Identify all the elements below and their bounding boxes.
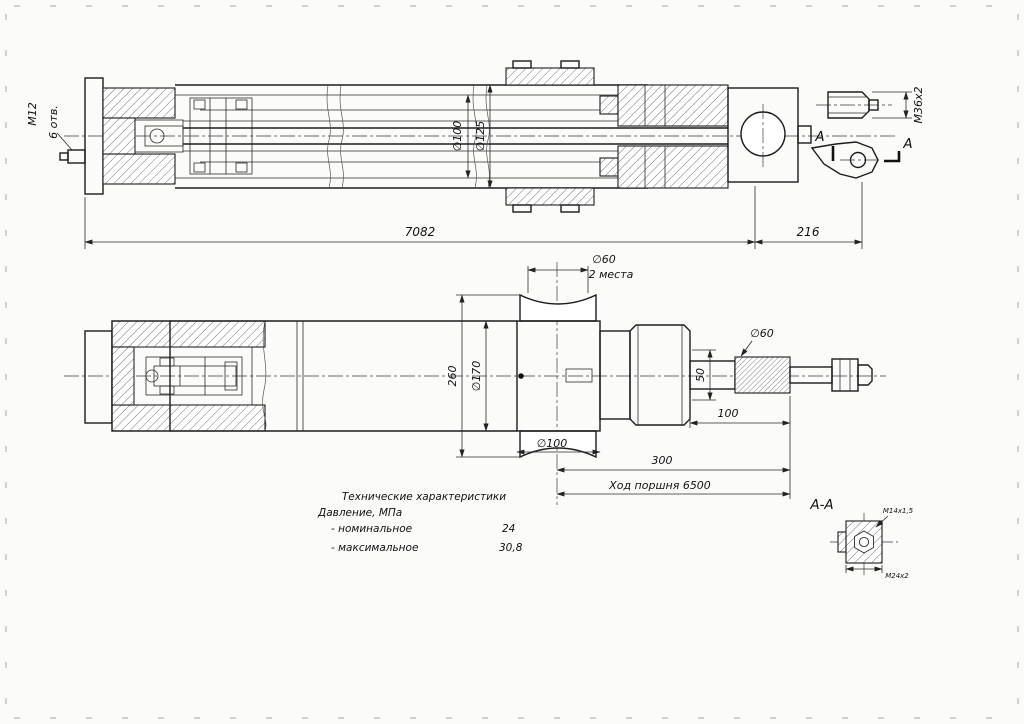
label-dim-260: 260 (446, 366, 459, 387)
page-border (5, 5, 1019, 719)
piston-rod-assembly (183, 97, 728, 175)
specs-row2-label: - максимальное (331, 542, 418, 554)
section-letter-right: А (902, 136, 912, 152)
label-6-holes: 6 отв. (47, 105, 60, 139)
label-dim-50: 50 (694, 368, 707, 382)
label-d60-saddle: ∅60 (592, 253, 616, 266)
top-saddle (519, 293, 597, 322)
dim-50: 50 (692, 349, 716, 401)
dim-heights: 260 ∅170 (446, 294, 522, 458)
clevis-mount (727, 87, 812, 183)
collar-and-rod (599, 324, 873, 426)
label-dim-7082: 7082 (405, 225, 436, 239)
rod-eye (810, 141, 879, 179)
label-dim-300: 300 (652, 454, 673, 467)
dim-stroke: Ход поршня 6500 (556, 479, 791, 497)
label-d100-bottom: ∅100 (537, 437, 568, 450)
cylinder-cap-left (84, 77, 184, 195)
label-piston-stroke: Ход поршня 6500 (608, 479, 711, 492)
section-letter-left: А (814, 129, 824, 145)
cylinder-tube (175, 84, 648, 189)
bottom-saddle (519, 430, 597, 459)
bottom-view: ∅60 2 места 50 ∅60 100 ∅100 300 (64, 253, 886, 505)
top-view: М12 6 отв. (26, 60, 925, 249)
label-m14: М14х1,5 (883, 507, 914, 515)
dim-d60-saddle: ∅60 2 места (527, 253, 634, 293)
label-d170: ∅170 (470, 361, 483, 392)
dim-d60-rod: ∅60 (740, 327, 774, 357)
key-slot (565, 368, 593, 383)
specs-row1-label: - номинальное (331, 523, 412, 535)
cylinder-head-right (599, 84, 729, 189)
label-m12: М12 (26, 102, 39, 126)
neck (599, 330, 631, 420)
threaded-stub (827, 91, 870, 119)
label-dim-100: 100 (718, 407, 739, 420)
gland-bosses (505, 60, 595, 213)
piston (189, 97, 253, 175)
specs-block: Технические характеристики Давление, МПа… (317, 491, 523, 554)
section-aa: А-А М14х1,5 М24х2 (809, 497, 913, 580)
label-m36: М36х2 (912, 87, 925, 124)
specs-pressure-label: Давление, МПа (317, 507, 402, 519)
label-2-places: 2 места (589, 268, 634, 281)
dim-bore-diameters: ∅100 ∅125 (451, 84, 493, 189)
label-d60-rod: ∅60 (750, 327, 774, 340)
label-d100-top: ∅100 (451, 121, 464, 152)
rod-end (810, 91, 892, 179)
left-port-fitting (56, 132, 86, 164)
dim-d100-saddle: ∅100 (516, 437, 601, 455)
port-dot (518, 373, 524, 379)
label-m24: М24х2 (885, 572, 909, 580)
section-aa-title: А-А (809, 497, 833, 513)
section-plane-marks: А А (814, 129, 913, 163)
dim-m36: М36х2 (872, 87, 925, 124)
specs-row2-value: 30,8 (499, 542, 523, 554)
dim-300: 300 (556, 454, 791, 473)
dim-lengths: 7082 216 (84, 182, 863, 249)
collar (629, 324, 691, 426)
specs-row1-value: 24 (502, 523, 515, 535)
threaded-section (734, 356, 791, 394)
dim-100: 100 (689, 393, 791, 499)
nut (831, 358, 859, 392)
label-d125-top: ∅125 (474, 121, 487, 152)
specs-title: Технические характеристики (342, 491, 506, 503)
label-dim-216: 216 (797, 225, 820, 239)
tube-outside (170, 320, 517, 432)
